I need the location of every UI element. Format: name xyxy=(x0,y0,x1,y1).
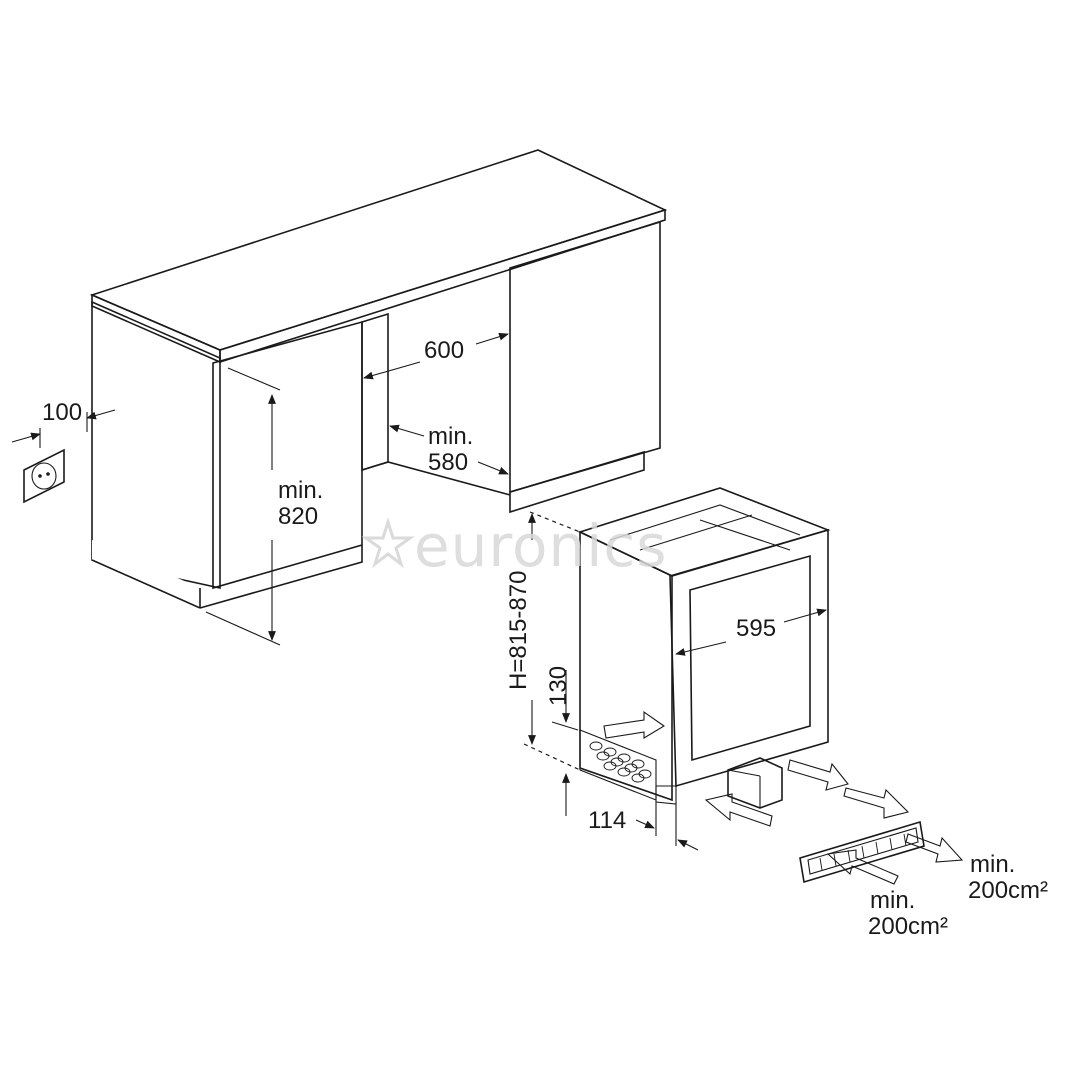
dim-vent-out-line1: min. xyxy=(970,851,1015,878)
watermark-star-icon xyxy=(361,516,415,569)
grille-pattern xyxy=(589,741,652,783)
dim-depth-min: min. 580 xyxy=(389,423,509,476)
wall-socket-icon xyxy=(23,448,65,504)
left-cabinet-front xyxy=(91,300,221,589)
dim-vent-out: min. 200cm² xyxy=(968,851,1048,904)
dim-socket-offset-label: 100 xyxy=(42,399,82,426)
dim-depth-min-line2: 580 xyxy=(428,449,468,476)
arrow-exhaust-2 xyxy=(843,787,910,819)
rear-box xyxy=(727,757,783,809)
dim-appliance-height-label: H=815-870 xyxy=(505,571,532,690)
dim-plinth-depth: 114 xyxy=(588,802,699,851)
arrow-intake-inside xyxy=(603,710,666,739)
dim-appliance-width-label: 595 xyxy=(736,615,776,642)
arrow-exhaust-1 xyxy=(787,759,849,791)
dim-height-min-line2: 820 xyxy=(278,503,318,530)
dim-vent-out-line2: 200cm² xyxy=(968,877,1048,904)
appliance-grille xyxy=(579,729,657,801)
dim-appliance-width: 595 xyxy=(675,608,827,656)
watermark: euronics xyxy=(361,512,667,580)
dim-appliance-height: H=815-870 xyxy=(505,511,581,771)
arrow-vent-out xyxy=(905,833,964,863)
dim-plinth-depth-label: 114 xyxy=(588,807,626,834)
dim-vent-in: min. 200cm² xyxy=(868,887,948,940)
opening-left-wall xyxy=(361,312,389,472)
dim-opening-width-label: 600 xyxy=(424,337,464,364)
dim-vent-in-line2: 200cm² xyxy=(868,913,948,940)
kitchen-cabinet xyxy=(89,149,668,609)
dim-height-min: min. 820 xyxy=(205,367,323,646)
dim-height-min-line1: min. xyxy=(278,477,323,504)
left-cabinet-plinth xyxy=(92,540,200,608)
airflow-arrows xyxy=(603,710,964,885)
dim-socket-offset: 100 xyxy=(11,399,116,448)
countertop-edge xyxy=(91,293,221,364)
watermark-text: euronics xyxy=(414,512,667,580)
dim-depth-min-line1: min. xyxy=(428,423,473,450)
appliance-door-frame xyxy=(669,528,829,788)
appliance-glass xyxy=(689,554,811,762)
arrow-intake-front xyxy=(704,793,773,827)
countertop-edge-right xyxy=(219,208,666,364)
left-cabinet-side xyxy=(212,320,363,590)
right-cabinet-plinth xyxy=(509,450,645,514)
vent-grille xyxy=(799,820,925,884)
dim-plinth-height-label: 130 xyxy=(545,666,572,706)
appliance-side xyxy=(579,530,673,802)
arrow-vent-in xyxy=(826,849,899,885)
appliance xyxy=(577,487,831,809)
dim-vent-in-line1: min. xyxy=(870,887,915,914)
dim-opening-width: 600 xyxy=(363,332,509,380)
countertop xyxy=(89,149,668,351)
dim-plinth-height: 130 xyxy=(545,666,579,816)
